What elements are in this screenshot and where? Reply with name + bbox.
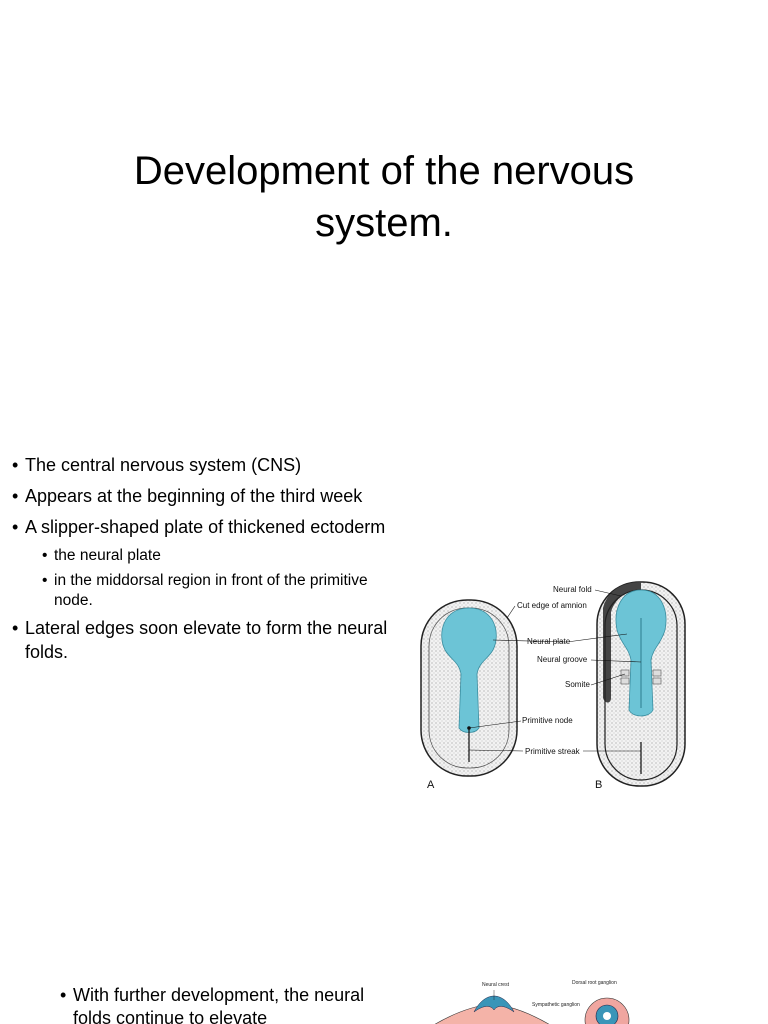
title-slide: Development of the nervous system. — [0, 0, 768, 390]
label-b: B — [595, 779, 602, 790]
label-dorsal-root-ganglion: Dorsal root ganglion — [572, 980, 617, 986]
label-neural-groove: Neural groove — [537, 655, 588, 664]
label-somite: Somite — [565, 680, 590, 689]
bullet-list: With further development, the neural fol… — [60, 984, 390, 1024]
label-primitive-node: Primitive node — [522, 716, 573, 725]
embryo-b — [596, 581, 686, 787]
label-a: A — [427, 779, 435, 790]
label-primitive-streak: Primitive streak — [525, 747, 581, 756]
label-sympathetic-ganglion: Sympathetic ganglion — [532, 1002, 580, 1008]
cross-section-b — [584, 997, 630, 1024]
bullet-item: A slipper-shaped plate of thickened ecto… — [12, 515, 392, 539]
neural-plate-figure: Neural fold Cut edge of amnion Neural pl… — [415, 578, 687, 790]
bullet-item: With further development, the neural fol… — [60, 984, 390, 1024]
cross-section-a — [434, 990, 550, 1024]
cns-slide: The central nervous system (CNS) Appears … — [0, 415, 768, 805]
bullet-item: Appears at the beginning of the third we… — [12, 484, 392, 508]
label-neural-plate: Neural plate — [527, 637, 571, 646]
neural-tube-figure: Neural crest Dorsal root ganglion Sympat… — [422, 976, 642, 1024]
label-cut-edge-of-amnion: Cut edge of amnion — [517, 601, 587, 610]
label-neural-crest: Neural crest — [482, 982, 510, 988]
sub-bullet-item: in the middorsal region in front of the … — [12, 571, 392, 611]
neural-folds-slide: With further development, the neural fol… — [0, 960, 768, 1024]
sub-bullet-item: the neural plate — [12, 546, 392, 566]
bullet-list: The central nervous system (CNS) Appears … — [12, 453, 392, 671]
bullet-item: Lateral edges soon elevate to form the n… — [12, 616, 392, 664]
label-neural-fold: Neural fold — [553, 585, 592, 594]
embryo-a — [420, 599, 518, 777]
slide-title: Development of the nervous system. — [133, 148, 635, 245]
bullet-item: The central nervous system (CNS) — [12, 453, 392, 477]
